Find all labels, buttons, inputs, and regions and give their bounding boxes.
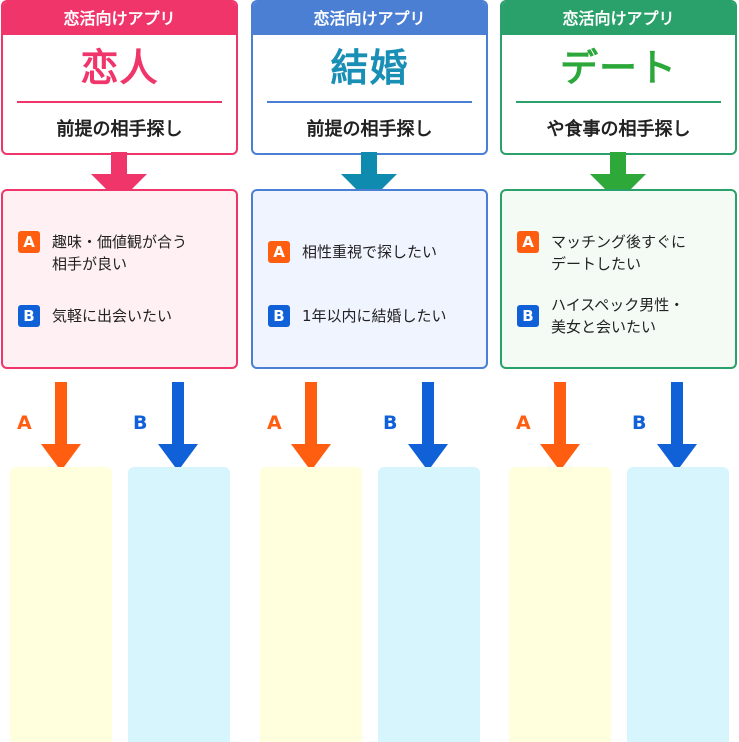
divider [267, 101, 472, 103]
option-b: B 気軽に出会いたい [18, 305, 172, 327]
badge-b: B [268, 305, 290, 327]
option-a-text: 相性重視で探したい [302, 243, 438, 261]
card-caption: 恋活向けアプリ [253, 2, 486, 35]
category-card: 恋活向けアプリ 恋人 前提の相手探し [1, 0, 238, 155]
arrow-down-b-icon [657, 382, 697, 471]
label-a: A [516, 412, 531, 434]
option-b: B ハイスペック男性・ 美女と会いたい [517, 294, 684, 338]
arrow-down-b-icon [158, 382, 198, 471]
option-b-text: 気軽に出会いたい [52, 307, 173, 325]
result-panel-b [627, 467, 729, 742]
category-card: 恋活向けアプリ 結婚 前提の相手探し [251, 0, 488, 155]
badge-b: B [18, 305, 40, 327]
badge-a: A [517, 231, 539, 253]
arrow-down-icon [341, 152, 397, 202]
label-b: B [632, 412, 647, 434]
card-subtitle: や食事の相手探し [546, 119, 691, 140]
badge-b: B [517, 305, 539, 327]
column-koibito: 恋活向けアプリ 恋人 前提の相手探し A 趣味・価値観が合う 相手が良い B 気… [0, 0, 239, 742]
result-panel-b [378, 467, 480, 742]
options-box: A 趣味・価値観が合う 相手が良い B 気軽に出会いたい [1, 189, 238, 369]
card-caption: 恋活向けアプリ [3, 2, 236, 35]
option-b-text: 1年以内に結婚したい [302, 307, 447, 325]
option-b-text: ハイスペック男性・ 美女と会いたい [551, 296, 685, 336]
options-box: A 相性重視で探したい B 1年以内に結婚したい [251, 189, 488, 369]
column-kekkon: 恋活向けアプリ 結婚 前提の相手探し A 相性重視で探したい B 1年以内に結婚… [250, 0, 489, 742]
divider [516, 101, 721, 103]
option-b: B 1年以内に結婚したい [268, 305, 447, 327]
option-a: A 相性重視で探したい [268, 241, 437, 263]
arrow-down-icon [590, 152, 646, 202]
label-a: A [267, 412, 282, 434]
arrow-down-a-icon [41, 382, 81, 471]
options-box: A マッチング後すぐに デートしたい B ハイスペック男性・ 美女と会いたい [500, 189, 737, 369]
card-title: 結婚 [330, 46, 409, 90]
badge-a: A [268, 241, 290, 263]
option-a-text: 趣味・価値観が合う 相手が良い [52, 233, 188, 273]
result-panel-a [509, 467, 611, 742]
option-a: A マッチング後すぐに デートしたい [517, 231, 686, 275]
label-b: B [133, 412, 148, 434]
badge-a: A [18, 231, 40, 253]
result-panel-a [10, 467, 112, 742]
card-title: デート [559, 46, 677, 90]
card-subtitle: 前提の相手探し [56, 119, 183, 140]
arrow-down-b-icon [408, 382, 448, 471]
arrow-down-a-icon [540, 382, 580, 471]
card-caption: 恋活向けアプリ [502, 2, 735, 35]
category-card: 恋活向けアプリ デート や食事の相手探し [500, 0, 737, 155]
card-title: 恋人 [80, 46, 159, 90]
divider [17, 101, 222, 103]
arrow-down-a-icon [291, 382, 331, 471]
label-a: A [17, 412, 32, 434]
option-a-text: マッチング後すぐに デートしたい [551, 233, 687, 273]
card-subtitle: 前提の相手探し [306, 119, 433, 140]
option-a: A 趣味・価値観が合う 相手が良い [18, 231, 187, 275]
arrow-down-icon [91, 152, 147, 202]
column-date: 恋活向けアプリ デート や食事の相手探し A マッチング後すぐに デートしたい … [499, 0, 738, 742]
result-panel-b [128, 467, 230, 742]
label-b: B [383, 412, 398, 434]
result-panel-a [260, 467, 362, 742]
